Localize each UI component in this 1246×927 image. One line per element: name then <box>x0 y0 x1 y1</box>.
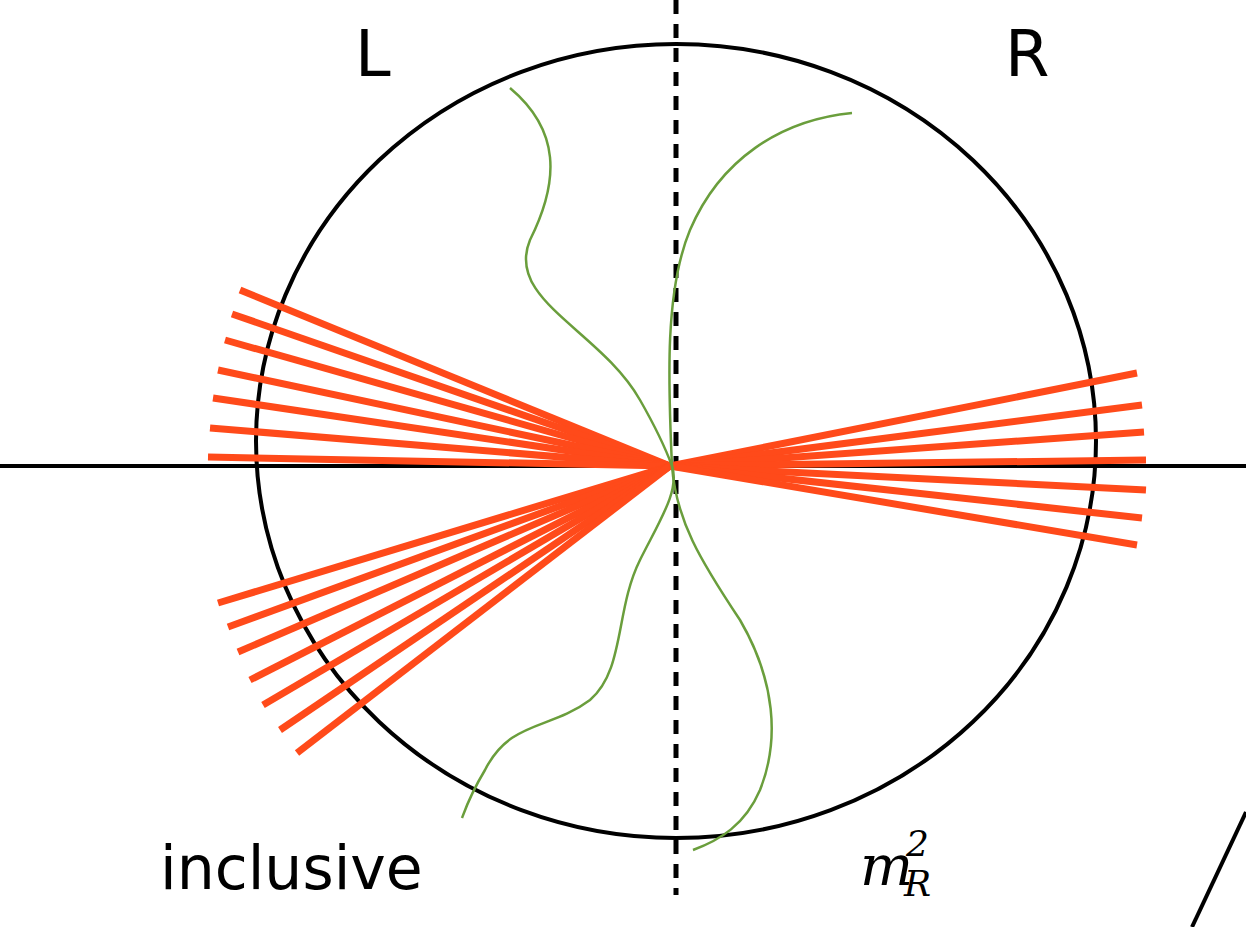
jet-particle <box>228 466 670 627</box>
jet-particle <box>218 370 670 466</box>
jet-particle <box>263 466 670 705</box>
caption-word: inclusive <box>160 838 423 898</box>
jet-particle <box>250 466 670 680</box>
jet-particle <box>238 466 670 652</box>
hemisphere-label: R <box>1005 22 1049 86</box>
jet-particle <box>670 466 1142 518</box>
jet-lines <box>208 290 1146 753</box>
jet-particle <box>208 457 670 466</box>
jet-particle <box>297 466 670 753</box>
jet-particle <box>670 460 1146 466</box>
jet-particle <box>280 466 670 730</box>
edge-stroke <box>1192 812 1246 927</box>
soft-radiation-curve <box>462 88 674 818</box>
jet-particle <box>670 466 1137 545</box>
math-superscript: 2 <box>906 826 929 862</box>
hemisphere-divider <box>674 0 679 895</box>
hemisphere-label: L <box>355 22 391 86</box>
soft-radiation-curve <box>669 113 852 850</box>
math-subscript: R <box>904 866 931 902</box>
jet-particle <box>240 290 670 466</box>
